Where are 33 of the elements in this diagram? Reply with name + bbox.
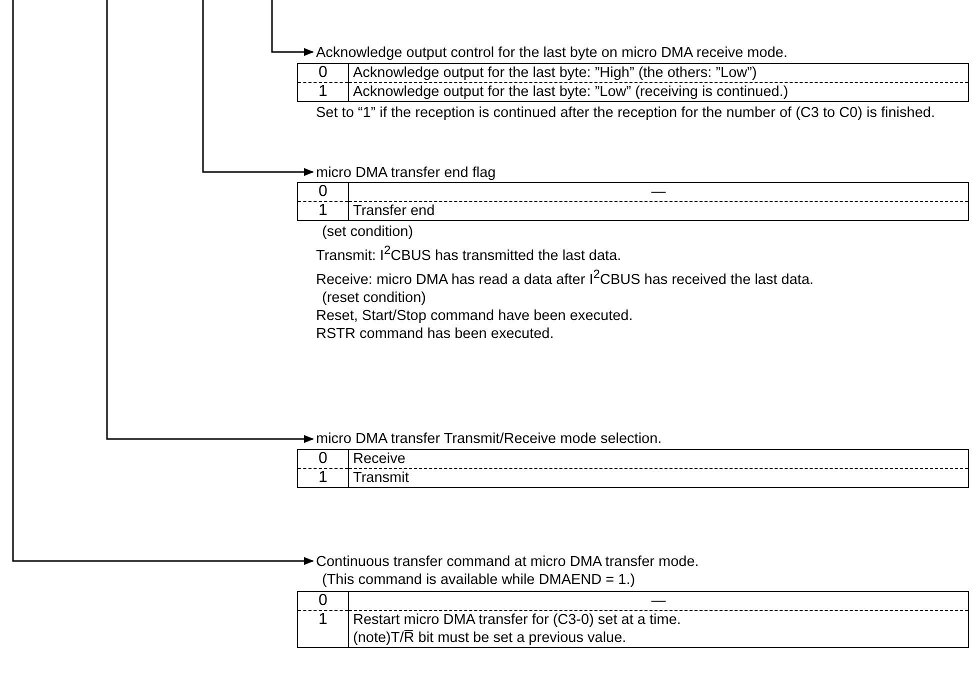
note-text: (reset condition) <box>322 289 427 307</box>
bit-value-cell: 0 <box>298 450 348 468</box>
bit-value-cell: 0 <box>298 64 348 82</box>
description-text: Restart micro DMA transfer for (C3-0) set at a time. <box>353 611 682 629</box>
description-text: (note)T/R̅ bit must be set a previous value. <box>353 629 628 647</box>
bit-value-cell: 1 <box>298 82 348 102</box>
note-text: Transmit: I$^{2}$CBUS has transmitted the last data. <box>316 242 622 265</box>
field-heading: micro DMA transfer Transmit/Receive mode selection. <box>316 430 662 448</box>
description-cell: — <box>348 182 968 202</box>
note-text: Reset, Start/Stop command have been executed. <box>316 307 634 325</box>
description-cell: Acknowledge output for the last byte: ”Low” (receiving is continued.) <box>348 82 968 102</box>
bit-value-cell: 1 <box>298 610 348 648</box>
description-cell: Transfer end <box>348 202 968 220</box>
leader-arrow <box>202 0 314 176</box>
bit-value-cell: 1 <box>298 468 348 488</box>
field-heading: micro DMA transfer end flag <box>316 164 496 182</box>
leader-arrow <box>12 0 314 565</box>
description-cell: Receive <box>348 450 968 468</box>
note-text: RSTR command has been executed. <box>316 325 555 343</box>
description-cell: Acknowledge output for the last byte: ”High” (the others: ”Low”) <box>348 64 968 82</box>
note-text: (set condition) <box>322 223 414 241</box>
bit-value-cell: 1 <box>298 202 348 220</box>
field-subheading: (This command is available while DMAEND = 1.) <box>321 571 636 589</box>
bit-value-cell: 0 <box>298 592 348 610</box>
note-text: Set to “1” if the reception is continued after the reception for the number of (C3 to C0) is finished. <box>316 104 936 122</box>
description-cell: — <box>348 592 968 610</box>
field-heading: Continuous transfer command at micro DMA transfer mode. <box>316 553 699 571</box>
field-heading: Acknowledge output control for the last byte on micro DMA receive mode. <box>316 44 788 62</box>
bit-value-cell: 0 <box>298 182 348 202</box>
description-cell: Transmit <box>348 468 968 488</box>
leader-arrow <box>271 0 314 56</box>
note-text: Receive: micro DMA has read a data after I$^{2}$CBUS has received the last data. <box>316 266 815 289</box>
leader-arrow <box>106 0 314 443</box>
